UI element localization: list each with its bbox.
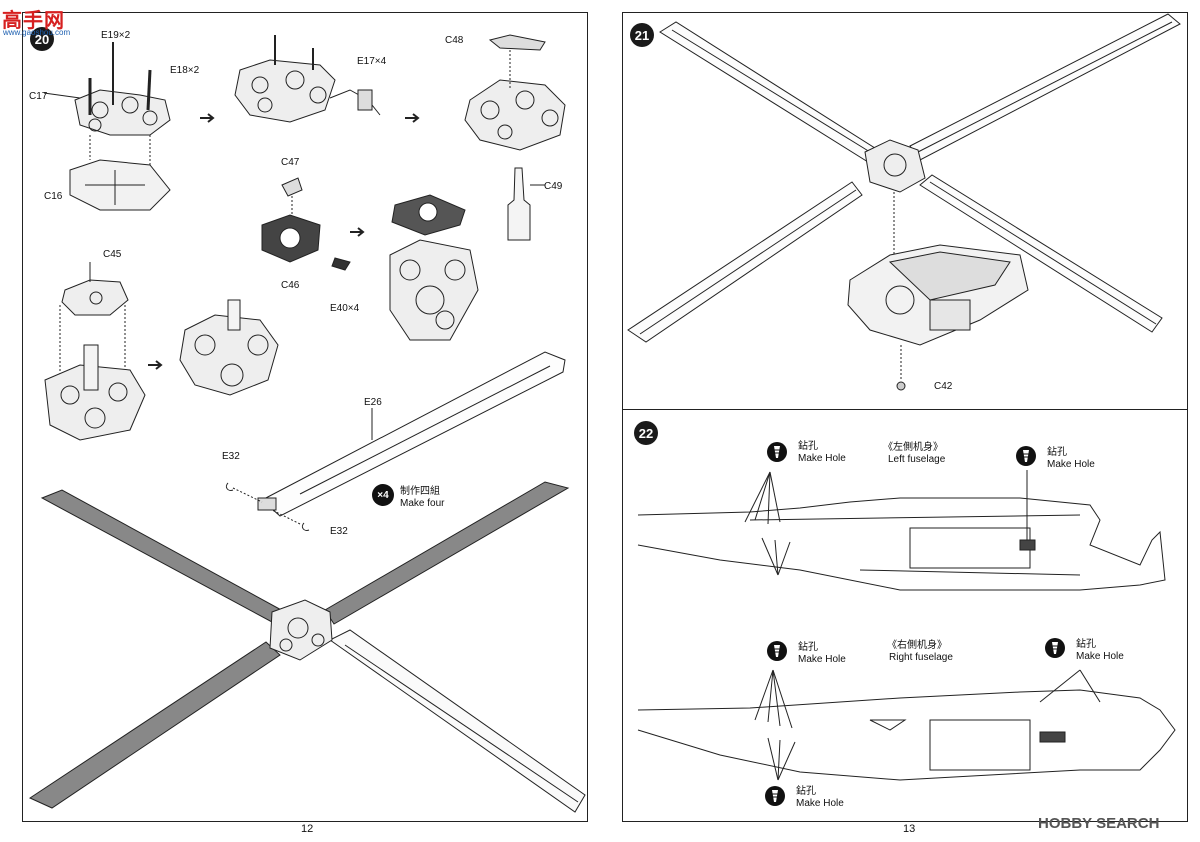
make-hole-icon-4: [1045, 638, 1065, 658]
watermark-hobby-search: HOBBY SEARCH: [1038, 815, 1160, 832]
watermark-logo-top-left: 高手网: [2, 4, 65, 33]
make-hole-zh-4: 鉆孔: [1076, 639, 1096, 650]
right-page-frame-lower: [622, 409, 1188, 822]
label-c49: C49: [544, 181, 563, 192]
hub-assembly-c45: [44, 262, 146, 441]
make-four-count: ×4: [377, 489, 389, 501]
watermark-url: www.gaoshou.com: [3, 28, 71, 37]
make-hole-zh-2: 鉆孔: [1047, 447, 1067, 458]
make-hole-zh-5: 鉆孔: [796, 786, 816, 797]
watermark-bottom-right: HOBBY SEARCH: [1038, 815, 1159, 832]
right-fuselage-en: Right fuselage: [889, 652, 953, 663]
make-hole-zh-1: 鉆孔: [798, 441, 818, 452]
make-hole-icon-1: [767, 442, 787, 462]
make-hole-icon-3: [767, 641, 787, 661]
hub-assembly-3: [464, 34, 566, 241]
left-fuselage-en: Left fuselage: [888, 454, 946, 465]
label-c42: C42: [934, 381, 953, 392]
hub-assembly-2: [234, 35, 381, 123]
label-e32-bottom: E32: [330, 526, 348, 537]
swashplate-on-hub: [389, 194, 479, 341]
left-hole-leader-lines: [744, 470, 1028, 576]
label-e32-top: E32: [222, 451, 240, 462]
make-four-zh: 制作四組: [400, 486, 440, 497]
label-c46: C46: [281, 280, 300, 291]
make-hole-icon-5: [765, 786, 785, 806]
label-c45: C45: [103, 249, 122, 260]
left-page-illustrations: [28, 34, 586, 813]
label-e40: E40×4: [330, 303, 360, 314]
make-hole-en-4: Make Hole: [1076, 651, 1124, 662]
make-four-en: Make four: [400, 498, 445, 509]
label-e19: E19×2: [101, 30, 131, 41]
page-number-right: 13: [903, 823, 916, 835]
make-hole-icon-2: [1016, 446, 1036, 466]
swashplate-assembly: [261, 177, 351, 271]
step-21-illustration: [627, 13, 1181, 391]
make-four-badge: ×4: [372, 484, 394, 506]
step-21-badge: 21: [630, 23, 654, 47]
make-hole-en-5: Make Hole: [796, 798, 844, 809]
right-hole-leader-lines: [754, 669, 1101, 781]
label-e17: E17×4: [357, 56, 387, 67]
main-rotor-assembled: [28, 481, 586, 813]
label-c48: C48: [445, 35, 464, 46]
hub-assembly-4: [179, 299, 279, 396]
page-number-left: 12: [301, 823, 314, 835]
label-c17: C17: [29, 91, 48, 102]
step-22-fuselage-illustrations: [637, 470, 1176, 781]
watermark-brand: 高手网: [2, 10, 65, 32]
make-hole-zh-3: 鉆孔: [798, 642, 818, 653]
make-hole-en-2: Make Hole: [1047, 459, 1095, 470]
label-c16: C16: [44, 191, 63, 202]
step-22-badge: 22: [634, 421, 658, 445]
blade-e26: [225, 351, 566, 531]
label-e26: E26: [364, 397, 382, 408]
label-c47: C47: [281, 157, 300, 168]
right-fuselage-zh: 《右側机身》: [887, 640, 947, 651]
left-fuselage-zh: 《左側机身》: [883, 442, 943, 453]
hub-assembly-1: [43, 42, 171, 211]
step-20-badge: 20: [30, 27, 54, 51]
make-hole-en-3: Make Hole: [798, 654, 846, 665]
make-hole-en-1: Make Hole: [798, 453, 846, 464]
left-page-frame: [22, 12, 588, 822]
label-e18: E18×2: [170, 65, 200, 76]
